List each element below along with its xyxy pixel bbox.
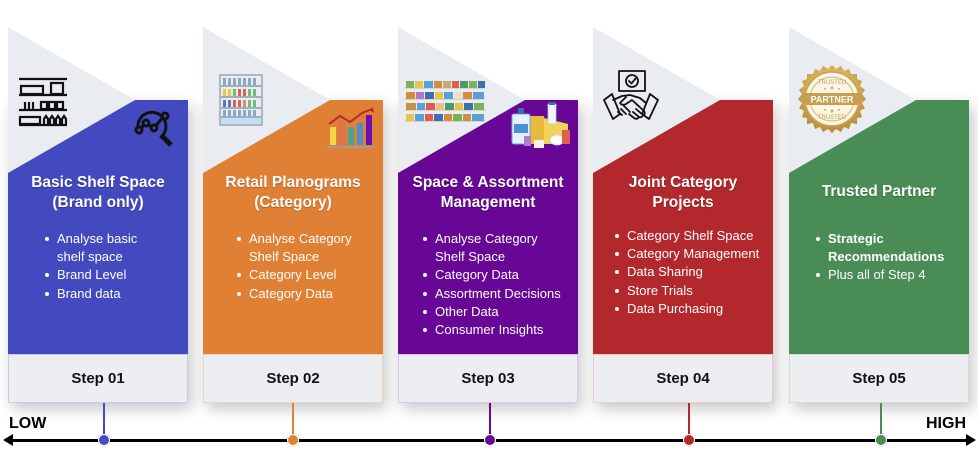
bullet-item: Data Sharing xyxy=(614,263,759,281)
timeline-connector-02 xyxy=(292,403,294,440)
step-card-05: PARTNER TRUSTED TRUSTED Trusted Partner … xyxy=(789,27,969,403)
step-label: Step 02 xyxy=(203,354,383,403)
bullet-item: Category Shelf Space xyxy=(614,227,759,245)
bar-chart-growth-icon xyxy=(327,107,375,148)
step-title-line: Basic Shelf Space xyxy=(31,174,165,191)
fridge-shelf-icon xyxy=(219,74,263,126)
timeline-dot-02 xyxy=(287,434,299,446)
step-label: Step 03 xyxy=(398,354,578,403)
bullet-item: Brand data xyxy=(44,285,137,303)
bullet-item: Strategic xyxy=(815,230,944,248)
step-title-line: Projects xyxy=(652,194,714,211)
step-bullets: Strategic Recommendations Plus all of St… xyxy=(815,230,944,285)
analytics-magnifier-icon xyxy=(134,110,173,147)
shelf-icon xyxy=(18,77,68,127)
svg-text:PARTNER: PARTNER xyxy=(811,95,854,105)
bullet-item: Category Level xyxy=(236,266,352,284)
bullet-item: Consumer Insights xyxy=(422,321,561,339)
svg-text:TRUSTED: TRUSTED xyxy=(818,115,847,121)
trusted-partner-badge-icon: PARTNER TRUSTED TRUSTED xyxy=(798,65,866,133)
timeline-dot-01 xyxy=(98,434,110,446)
axis-low-label: LOW xyxy=(9,415,47,432)
step-title: Joint Category Projects xyxy=(593,173,773,213)
timeline-connector-01 xyxy=(103,403,105,440)
step-title-line: Space & Assortment xyxy=(412,174,564,191)
bullet-item: Analyse Category xyxy=(236,230,352,248)
bullet-item: Other Data xyxy=(422,303,561,321)
bullet-item: Plus all of Step 4 xyxy=(815,266,944,284)
bullet-item: Analyse Category xyxy=(422,230,561,248)
step-title-line: (Category) xyxy=(254,194,332,211)
bullet-continuation: shelf space xyxy=(57,249,123,265)
timeline-dot-03 xyxy=(484,434,496,446)
step-title: Retail Planograms (Category) xyxy=(203,173,383,213)
bullet-item: Analyse basic xyxy=(44,230,137,248)
step-title-line: Trusted Partner xyxy=(821,183,937,200)
arrow-left-icon xyxy=(3,434,13,446)
timeline-dot-04 xyxy=(683,434,695,446)
bullet-item: Brand Level xyxy=(44,266,137,284)
svg-text:TRUSTED: TRUSTED xyxy=(818,80,847,86)
step-title: Trusted Partner xyxy=(789,182,969,202)
step-label: Step 04 xyxy=(593,354,773,403)
bullet-item: Category Data xyxy=(236,285,352,303)
card-background xyxy=(593,27,773,354)
bullet-item: Assortment Decisions xyxy=(422,285,561,303)
step-bullets: Analyse basic shelf space Brand Level Br… xyxy=(44,230,137,303)
step-title-line: Management xyxy=(440,194,536,211)
step-card-02: Retail Planograms (Category) Analyse Cat… xyxy=(203,27,383,403)
bullet-continuation: Shelf Space xyxy=(249,249,320,265)
bullet-item: Store Trials xyxy=(614,282,759,300)
dairy-products-icon xyxy=(511,102,570,148)
step-title: Space & Assortment Management xyxy=(398,173,578,213)
step-card-03: Space & Assortment Management Analyse Ca… xyxy=(398,27,578,403)
step-title-line: Joint Category xyxy=(628,174,738,191)
supermarket-shelves-icon xyxy=(405,81,485,122)
timeline-connector-04 xyxy=(688,403,690,440)
step-label: Step 05 xyxy=(789,354,969,403)
bullet-continuation: Shelf Space xyxy=(435,249,506,265)
arrow-right-icon xyxy=(966,434,976,446)
step-card-01: Basic Shelf Space (Brand only) Analyse b… xyxy=(8,27,188,403)
handshake-agreement-icon xyxy=(603,70,659,120)
bullet-item: Data Purchasing xyxy=(614,300,759,318)
bullet-item: Category Data xyxy=(422,266,561,284)
step-label: Step 01 xyxy=(8,354,188,403)
bullet-continuation: Recommendations xyxy=(828,249,945,265)
timeline-connector-05 xyxy=(880,403,882,440)
step-title: Basic Shelf Space (Brand only) xyxy=(8,173,188,213)
step-title-line: (Brand only) xyxy=(52,194,144,211)
step-title-line: Retail Planograms xyxy=(225,174,361,191)
step-bullets: Analyse Category Shelf Space Category Le… xyxy=(236,230,352,303)
step-bullets: Analyse Category Shelf Space Category Da… xyxy=(422,230,561,339)
bullet-item: Category Management xyxy=(614,245,759,263)
timeline-connector-03 xyxy=(489,403,491,440)
timeline-dot-05 xyxy=(875,434,887,446)
step-card-04: Joint Category Projects Category Shelf S… xyxy=(593,27,773,403)
axis-high-label: HIGH xyxy=(926,415,966,432)
step-bullets: Category Shelf Space Category Management… xyxy=(614,227,759,318)
